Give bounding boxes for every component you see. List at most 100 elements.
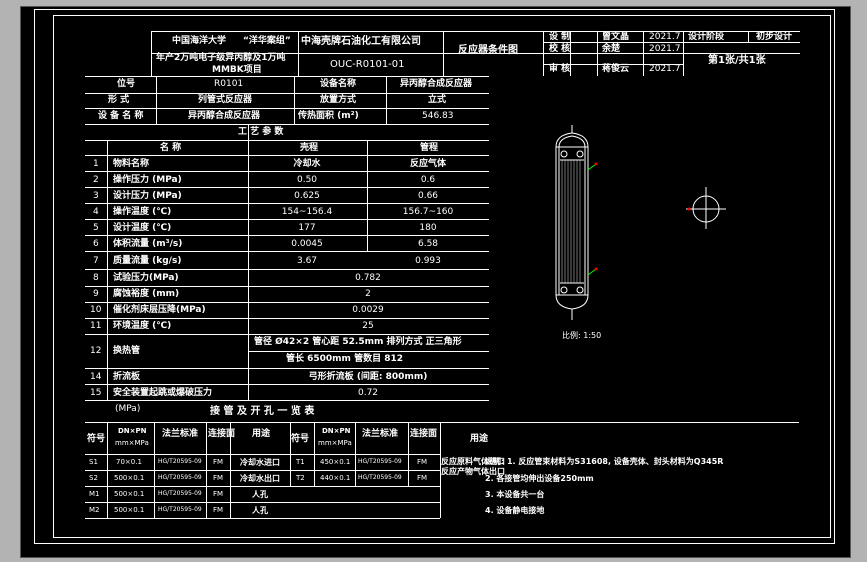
process-row-name: 试验压力(MPa) — [113, 273, 179, 283]
eq-key-4: 放置方式 — [320, 95, 357, 105]
process-row-tube: 6.58 — [417, 239, 439, 249]
process-row-name: 设计温度 (℃) — [113, 223, 172, 233]
pressure-unit: (MPa) — [115, 404, 141, 414]
nozzle-cell: HG/T20595-09 — [158, 506, 202, 513]
process-row-no: 6 — [93, 239, 99, 249]
drawing-frame — [20, 6, 851, 558]
process-row-shell: 0.50 — [296, 175, 318, 185]
process-row-name: 质量流量 (kg/s) — [113, 256, 182, 266]
stage-label: 设计阶段 — [688, 32, 725, 42]
nozzle-header: 连接面 — [410, 429, 438, 439]
eq-key-1: 位号 — [117, 79, 136, 89]
nozzle-cell: FM — [417, 474, 428, 482]
process-row-name: 设计压力 (MPa) — [113, 191, 182, 201]
process-row-no: 7 — [93, 256, 99, 266]
drawing-sheet — [34, 9, 835, 544]
nozzle-cell: 人孔 — [252, 506, 268, 515]
nozzle-cell: FM — [213, 458, 224, 466]
process-row-no: 8 — [93, 273, 99, 283]
process-row-name: 换热管 — [113, 346, 141, 356]
process-row-no: 10 — [90, 305, 102, 315]
note-1: 说明: 1. 反应管束材料为S31608, 设备壳体、封头材料为Q345R — [485, 457, 724, 466]
process-row-no: 11 — [90, 321, 102, 331]
process-row-no: 4 — [93, 207, 99, 217]
process-row-shell: 177 — [298, 223, 316, 233]
process-row-value: 25 — [362, 321, 374, 331]
process-row-tube: 180 — [419, 223, 437, 233]
eq-val-6: 546.83 — [422, 111, 454, 121]
eq-val-4: 立式 — [428, 95, 447, 105]
nozzle-header: 法兰标准 — [162, 429, 199, 439]
process-row-value: 0.782 — [355, 273, 381, 283]
nozzle-cell: HG/T20595-09 — [158, 490, 202, 497]
nozzle-title: 接 管 及 开 孔 一 览 表 — [210, 406, 315, 417]
drawing-title: 反应器条件图 — [458, 45, 518, 56]
university-name: 中国海洋大学 — [172, 36, 227, 46]
process-row-no: 3 — [93, 191, 99, 201]
role-3: 审 核 — [549, 64, 571, 74]
process-row-no: 9 — [93, 289, 99, 299]
role-1: 设 制 — [549, 32, 571, 42]
role-1-date: 2021.7 — [649, 32, 681, 42]
orientation-view-drawing — [686, 187, 726, 229]
reactor-elevation-drawing — [555, 125, 598, 320]
nozzle-cell: FM — [213, 490, 224, 498]
drawing-border — [53, 15, 831, 538]
nozzle-cell: M1 — [89, 490, 100, 498]
process-header-tube: 管程 — [420, 143, 439, 153]
process-row-name: 操作温度 (℃) — [113, 207, 172, 217]
process-row-name: 折流板 — [113, 372, 141, 382]
process-row-tube: 0.993 — [415, 256, 441, 266]
process-row-shell: 3.67 — [296, 256, 318, 266]
process-title: 工 艺 参 数 — [238, 127, 284, 137]
eq-val-1: R0101 — [214, 79, 244, 89]
process-row-tube: 反应气体 — [409, 159, 447, 169]
nozzle-header: 符号 — [87, 434, 106, 444]
nozzle-cell: 500×0.1 — [114, 506, 145, 514]
process-row-no: 2 — [93, 175, 99, 185]
note-3: 3. 本设备共一台 — [485, 490, 545, 499]
process-row-name: 安全装置起跳或爆破压力 — [113, 388, 213, 398]
nozzle-cell: HG/T20595-09 — [358, 474, 402, 481]
process-row-name: 物料名称 — [113, 159, 150, 169]
nozzle-cell: 500×0.1 — [114, 474, 145, 482]
process-row-no: 14 — [90, 372, 102, 382]
process-row-tube: 0.66 — [417, 191, 439, 201]
scale-label: 比例: 1:50 — [562, 331, 602, 340]
nozzle-cell: 反应产物气体出口 — [441, 467, 505, 476]
process-row-no: 5 — [93, 223, 99, 233]
eq-val-3: 列管式反应器 — [198, 95, 253, 105]
company-name: 中海壳牌石油化工有限公司 — [301, 36, 421, 47]
nozzle-cell: 反应原料气体进口 — [441, 457, 505, 466]
process-row-name: 催化剂床层压降(MPa) — [113, 305, 206, 315]
process-row-tube: 156.7~160 — [402, 207, 454, 217]
nozzle-header: 用途 — [252, 429, 271, 439]
nozzle-header-unit: mm×MPa — [115, 439, 149, 447]
nozzle-cell: HG/T20595-09 — [158, 474, 202, 481]
nozzle-cell: T2 — [296, 474, 305, 482]
nozzle-cell: S2 — [89, 474, 98, 482]
process-row-value: 0.72 — [357, 388, 379, 398]
note-4: 4. 设备静电接地 — [485, 506, 545, 515]
eq-val-2: 异丙醇合成反应器 — [400, 79, 473, 89]
process-row-name: 环境温度 (℃) — [113, 321, 172, 331]
nozzle-cell: FM — [213, 506, 224, 514]
process-row-tube: 0.6 — [420, 175, 436, 185]
nozzle-cell: HG/T20595-09 — [158, 458, 202, 465]
team-motto: “洋华案组” — [243, 36, 291, 46]
nozzle-cell: HG/T20595-09 — [358, 458, 402, 465]
nozzle-cell: 500×0.1 — [114, 490, 145, 498]
role-3-name: 蒋俊云 — [602, 64, 630, 74]
process-row-shell: 154~156.4 — [281, 207, 333, 217]
nozzle-header: 法兰标准 — [362, 429, 399, 439]
process-header-name: 名 称 — [160, 143, 182, 153]
nozzle-cell: T1 — [296, 458, 305, 466]
sheet-count: 第1张/共1张 — [708, 55, 766, 66]
process-row-name: 腐蚀裕度 (mm) — [113, 289, 180, 299]
process-row-no: 15 — [90, 388, 102, 398]
role-2: 校 核 — [549, 44, 571, 54]
nozzle-cell: FM — [417, 458, 428, 466]
tube-spec-line1: 管径 Ø42×2 管心距 52.5mm 排列方式 正三角形 — [254, 337, 462, 347]
eq-key-5: 设 备 名 称 — [98, 111, 144, 121]
process-row-name: 操作压力 (MPa) — [113, 175, 182, 185]
